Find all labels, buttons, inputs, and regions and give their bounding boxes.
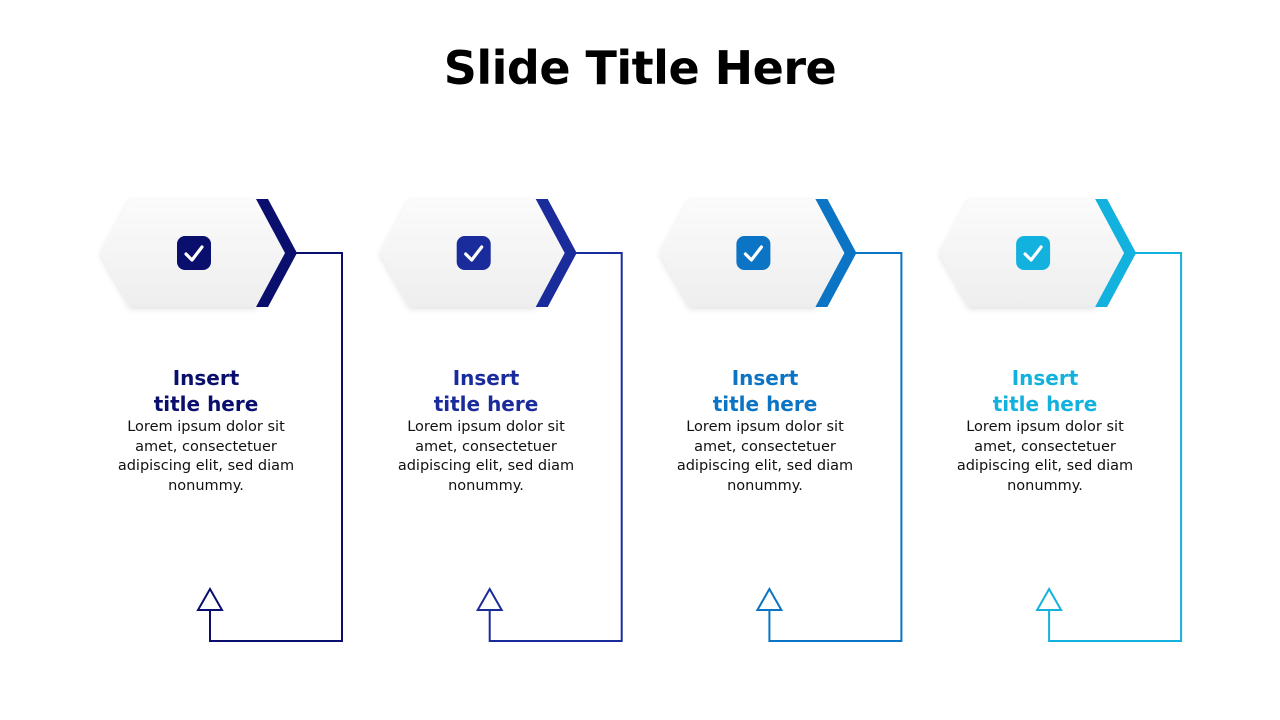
step-1 <box>100 199 343 642</box>
step-3-title-line1: Insert <box>731 366 799 390</box>
step-3-arrowhead <box>755 586 784 611</box>
step-3-text: Insert title here Lorem ipsum dolor sit … <box>665 365 865 496</box>
step-4-check-icon <box>1016 236 1051 270</box>
step-2-chevron <box>535 199 577 307</box>
step-1-text: Insert title here Lorem ipsum dolor sit … <box>106 365 306 496</box>
step-1-title-line1: Insert <box>172 366 240 390</box>
step-4-chevron <box>1095 199 1137 307</box>
step-2-description: Lorem ipsum dolor sit amet, consectetuer… <box>397 419 575 494</box>
step-2-text: Insert title here Lorem ipsum dolor sit … <box>386 365 586 496</box>
step-1-check-icon <box>177 236 211 270</box>
step-2-check-icon <box>456 236 491 270</box>
step-4-connector-line <box>1048 252 1183 642</box>
step-4-arrowhead <box>1035 586 1063 611</box>
step-2-title-line2: title here <box>433 392 539 416</box>
step-4-title-line1: Insert <box>1011 366 1079 390</box>
step-4-title: Insert title here <box>945 365 1145 417</box>
step-4-description: Lorem ipsum dolor sit amet, consectetuer… <box>956 419 1134 494</box>
step-2-title: Insert title here <box>386 365 586 417</box>
step-1-title: Insert title here <box>106 365 306 417</box>
step-3-title-line2: title here <box>712 392 818 416</box>
step-3-description: Lorem ipsum dolor sit amet, consectetuer… <box>676 419 854 494</box>
step-2-arrowhead <box>475 586 504 611</box>
step-2-title-line1: Insert <box>452 366 520 390</box>
step-3-chevron <box>815 199 857 307</box>
step-1-description: Lorem ipsum dolor sit amet, consectetuer… <box>117 419 295 494</box>
step-3-title: Insert title here <box>665 365 865 417</box>
step-4 <box>939 199 1183 642</box>
step-1-arrowhead <box>196 586 224 611</box>
step-4-title-line2: title here <box>992 392 1098 416</box>
step-2-connector-line <box>488 252 623 642</box>
step-3-connector-line <box>768 252 903 642</box>
step-4-text: Insert title here Lorem ipsum dolor sit … <box>945 365 1145 496</box>
slide-title: Slide Title Here <box>443 41 837 95</box>
step-1-connector-line <box>209 252 343 642</box>
step-1-title-line2: title here <box>153 392 259 416</box>
step-2 <box>379 199 623 642</box>
step-3-check-icon <box>736 236 771 270</box>
step-1-chevron <box>256 199 297 307</box>
step-3 <box>659 199 903 642</box>
